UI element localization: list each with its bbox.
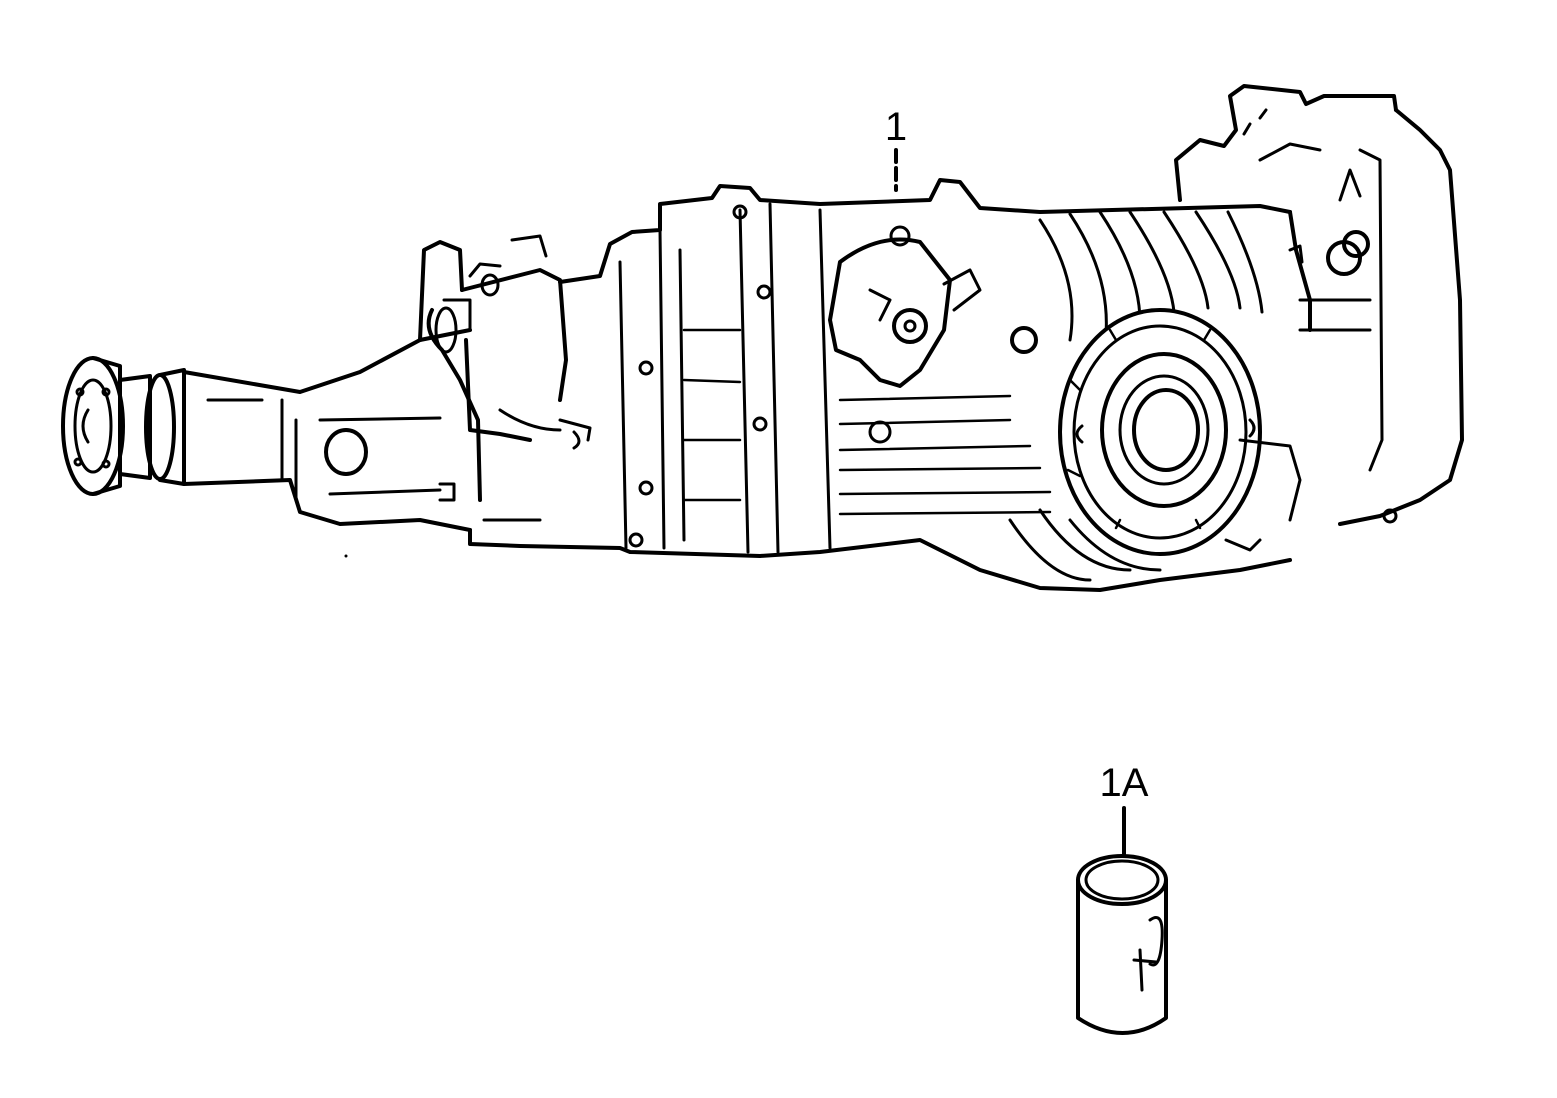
selector-housing [828,225,1038,388]
differential-flange [1058,308,1262,556]
oil-can-drawing [1076,854,1168,1035]
final-drive-ribs [1008,210,1264,582]
callout-oil-can: 1A [1100,761,1149,858]
callout-transmission: 1 [885,105,907,192]
shift-linkage [418,234,592,522]
bell-housing [1174,84,1464,552]
stray-dot [344,554,348,558]
callout-label-1: 1 [885,105,907,149]
transmission-assembly-drawing [61,84,1464,592]
output-flange [61,356,186,496]
extension-housing [182,328,472,532]
callout-label-1a: 1A [1100,761,1149,805]
gearbox-case [468,178,1292,592]
